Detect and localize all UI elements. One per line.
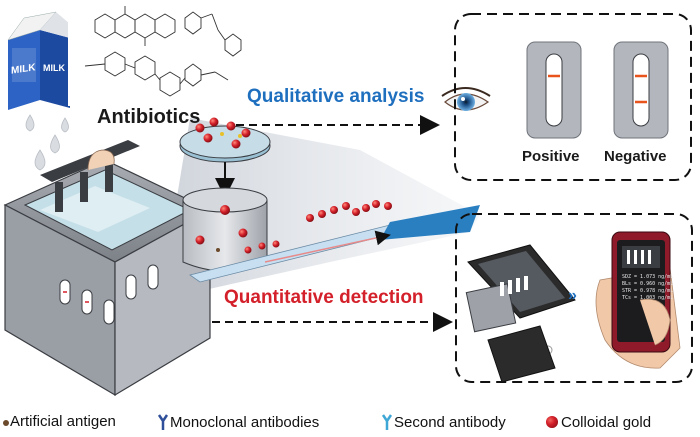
legend-item-artificial-antigen: Artificial antigen [2,413,116,430]
legend-label: Monoclonal antibodies [170,413,320,431]
dot-icon [3,419,9,426]
antigen-plate [179,125,271,163]
antibiotics-label: Antibiotics [97,106,201,128]
double-chevron-icon: » [568,287,577,304]
milk-drops-icon [25,114,69,171]
legend-label: Second antibody [394,413,506,431]
antibody-icon [157,414,169,430]
smartphone-with-reader [465,244,576,383]
milk-carton-icon [7,11,70,110]
qualitative-analysis-label: Qualitative analysis [247,86,425,107]
gold-icon [546,416,558,428]
test-reader-device [3,140,212,397]
milk-carton-side-label: MILK [43,63,65,73]
legend: Artificial antigen Monoclonal antibodies… [0,413,700,437]
phone-readout-line: BLs = 0.960 ng/mL [622,281,674,287]
antibody-icon [381,414,393,430]
quantitative-result-box [455,213,693,383]
eye-icon [441,87,491,111]
quantitative-detection-label: Quantitative detection [224,287,424,308]
positive-label: Positive [522,148,580,165]
legend-item-colloidal-gold: Colloidal gold [543,413,651,431]
negative-cassette [613,41,669,139]
phone-readout-line: STR = 0.978 ng/mL [622,288,674,294]
plate-particles [195,117,251,149]
cup-particles [195,205,248,252]
legend-item-monoclonal-antibodies: Monoclonal antibodies [156,413,319,431]
phone-readout-line: TCs = 1.003 ng/mL [622,295,674,301]
positive-cassette [526,41,582,139]
phone-readout-line: SDZ = 1.073 ng/mL [622,274,674,280]
legend-item-second-antibody: Second antibody [380,413,506,431]
negative-label: Negative [604,148,667,165]
strip-particles [244,200,392,254]
hand-phone [595,231,681,369]
qualitative-result-box [454,13,692,181]
legend-label: Artificial antigen [10,413,116,430]
legend-label: Colloidal gold [561,413,652,431]
antibiotic-structures [68,0,248,106]
